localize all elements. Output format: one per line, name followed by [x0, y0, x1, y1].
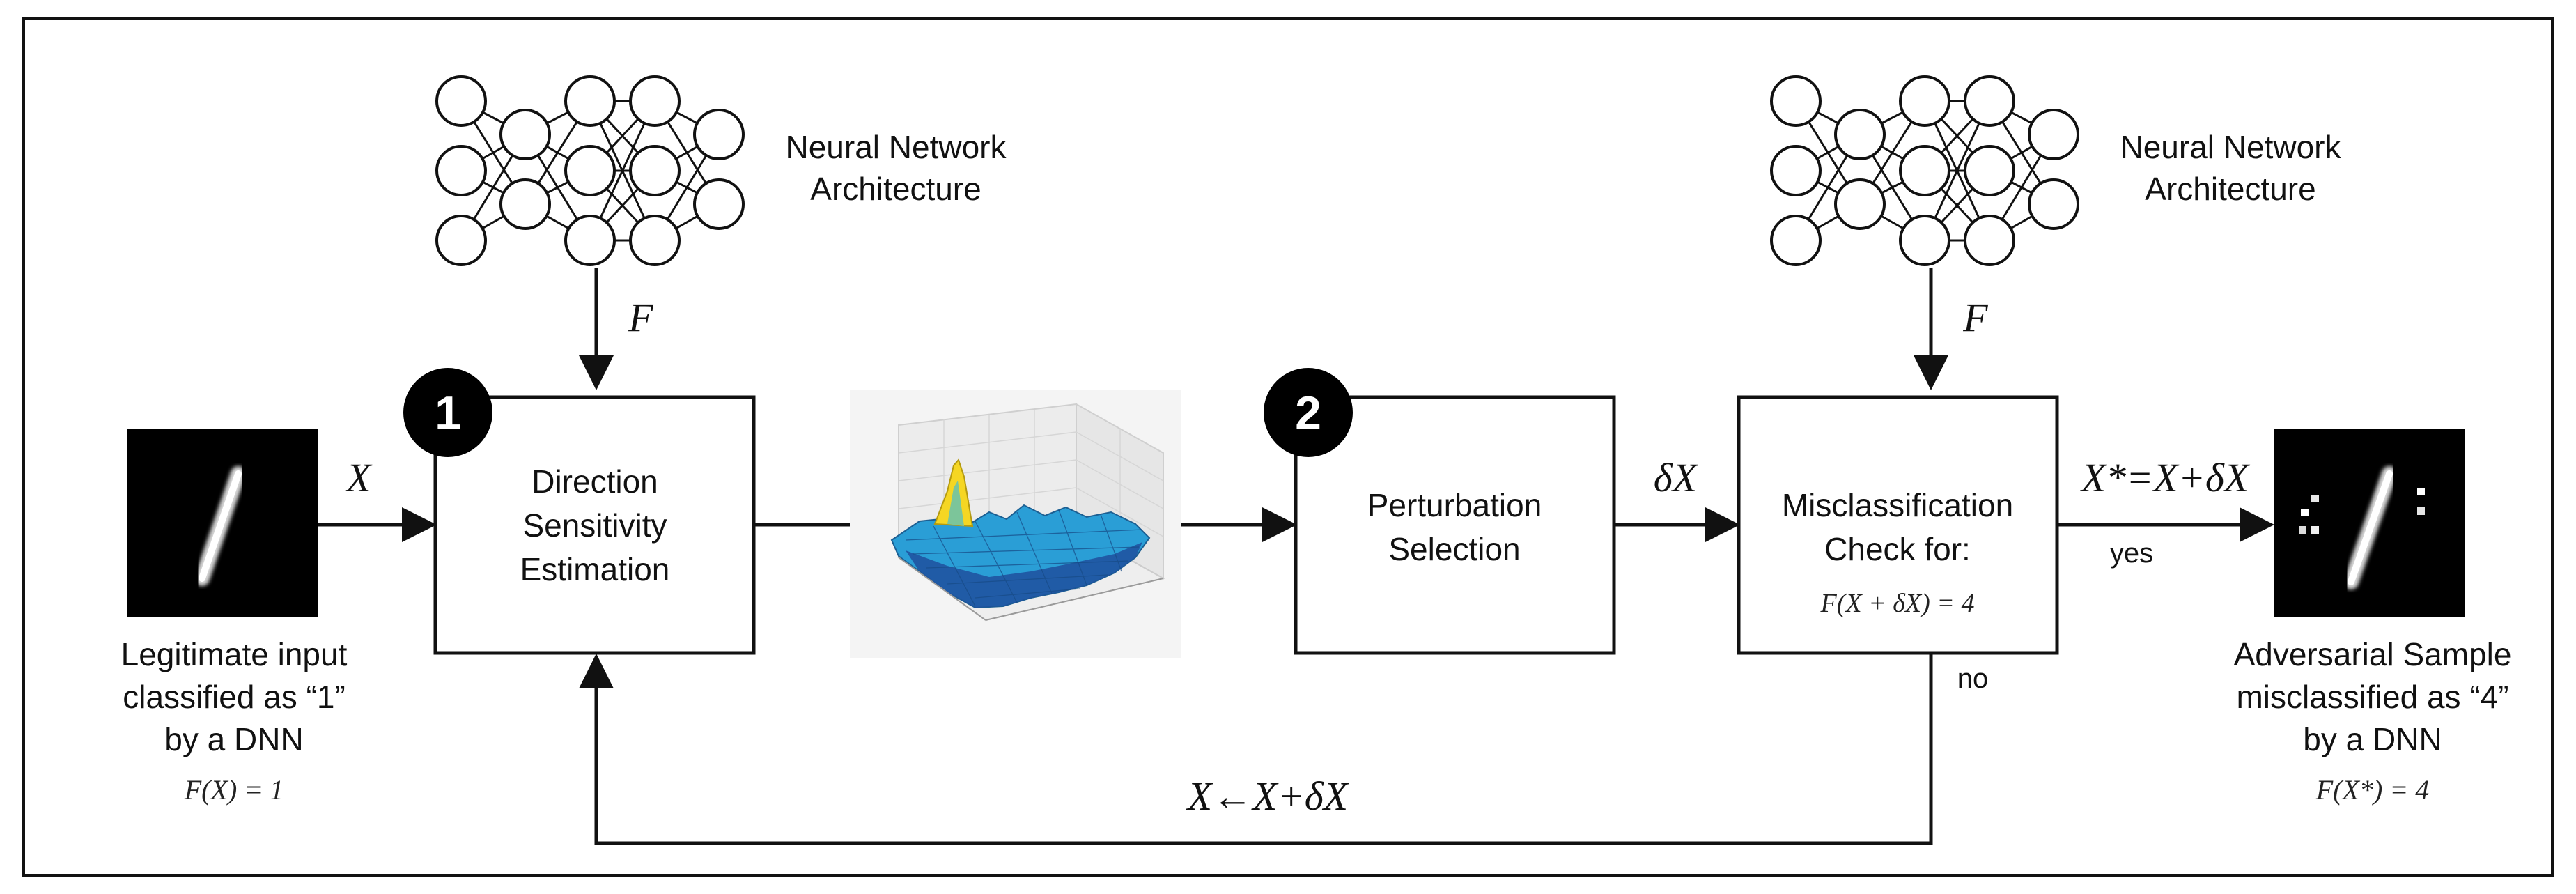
- neural-network-right-icon: [1770, 75, 2079, 266]
- box3-line2: Check for:: [1824, 531, 1971, 567]
- output-label-line3: by a DNN: [2303, 721, 2442, 757]
- label-F-right: F: [1962, 295, 1988, 340]
- step-badge-2: [1264, 368, 1353, 457]
- nn-node: [693, 178, 745, 230]
- box2-line2: Selection: [1388, 531, 1520, 567]
- nn-node: [499, 178, 551, 230]
- nn-node: [1899, 145, 1950, 196]
- nn-node: [629, 75, 681, 127]
- box2-line1: Perturbation: [1367, 487, 1542, 523]
- label-feedback-update: X←X+δX: [1186, 773, 1350, 819]
- nn-node: [1834, 178, 1886, 230]
- nn-node: [1964, 145, 2015, 196]
- step-badge-1-text: 1: [435, 387, 461, 440]
- label-output-equation: X*=X+δX: [2080, 455, 2251, 500]
- output-formula: F(X*) = 4: [2315, 774, 2430, 806]
- box1-line1: Direction: [532, 463, 658, 500]
- nn-node: [1834, 109, 1886, 160]
- input-label-line2: classified as “1”: [123, 679, 346, 715]
- adversarial-digit-image: [2274, 429, 2465, 617]
- nn-node: [629, 145, 681, 196]
- label-no: no: [1957, 663, 1989, 694]
- nn-node: [1899, 75, 1950, 127]
- nn-node: [499, 109, 551, 160]
- box-direction-sensitivity: [433, 395, 756, 655]
- nn-node: [435, 215, 487, 266]
- label-deltaX: δX: [1654, 455, 1699, 500]
- nn-node: [1770, 75, 1822, 127]
- label-X: X: [345, 455, 373, 500]
- output-label-line2: misclassified as “4”: [2236, 679, 2508, 715]
- sensitivity-surface-plot-image: [850, 390, 1181, 658]
- nn-node: [1899, 215, 1950, 266]
- nn-node: [1770, 145, 1822, 196]
- nn-node: [693, 109, 745, 160]
- nn-node: [564, 75, 616, 127]
- nn-node: [629, 215, 681, 266]
- input-formula: F(X) = 1: [184, 774, 284, 806]
- nn-right-label-line2: Architecture: [2145, 171, 2315, 207]
- step-badge-2-text: 2: [1295, 387, 1321, 440]
- nn-node: [2028, 178, 2079, 230]
- box-perturbation-selection: [1294, 395, 1616, 655]
- nn-node: [1964, 215, 2015, 266]
- nn-left-label-line2: Architecture: [810, 171, 981, 207]
- label-yes: yes: [2110, 538, 2153, 569]
- step-badge-1: [403, 368, 492, 457]
- nn-node: [564, 145, 616, 196]
- nn-right-label-line1: Neural Network: [2120, 129, 2342, 165]
- nn-node: [435, 145, 487, 196]
- nn-node: [564, 215, 616, 266]
- label-F-left: F: [628, 295, 653, 340]
- nn-left-label-line1: Neural Network: [786, 129, 1007, 165]
- output-label-line1: Adversarial Sample: [2234, 636, 2512, 672]
- box3-line1: Misclassification: [1782, 487, 2013, 523]
- input-digit-image: [127, 429, 318, 617]
- nn-node: [1770, 215, 1822, 266]
- input-label-line1: Legitimate input: [121, 636, 348, 672]
- nn-node: [435, 75, 487, 127]
- input-label-line3: by a DNN: [164, 721, 303, 757]
- neural-network-left-icon: [435, 75, 745, 266]
- arrow-no-feedback-loop: [579, 653, 1933, 845]
- nn-node: [1964, 75, 2015, 127]
- nn-node: [2028, 109, 2079, 160]
- figure-frame: [22, 17, 2554, 877]
- box1-line3: Estimation: [520, 551, 670, 587]
- box3-formula: F(X + δX) = 4: [1820, 589, 1975, 618]
- box1-line2: Sensitivity: [522, 507, 667, 544]
